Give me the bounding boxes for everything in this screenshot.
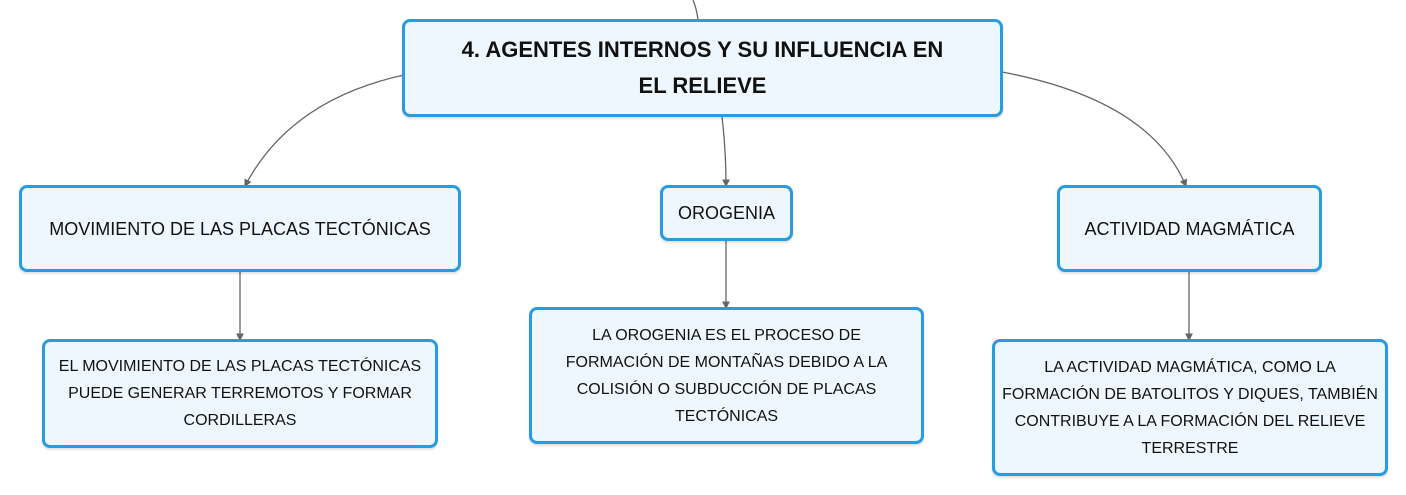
connector-parent-to-central (692, 0, 699, 21)
topic-label-actividad: ACTIVIDAD MAGMÁTICA (1084, 218, 1295, 239)
connector-central-to-orogenia (721, 116, 730, 188)
detail-text-movimiento: EL MOVIMIENTO DE LAS PLACAS TECTÓNICAS P… (58, 358, 422, 429)
topic-node-movimiento[interactable]: MOVIMIENTO DE LAS PLACAS TECTÓNICAS (19, 185, 461, 272)
connector-central-to-actividad (1001, 71, 1188, 188)
central-topic-label: 4. AGENTES INTERNOS Y SU INFLUENCIA EN E… (461, 37, 944, 98)
detail-node-actividad[interactable]: LA ACTIVIDAD MAGMÁTICA, COMO LA FORMACIÓ… (992, 339, 1388, 476)
detail-node-orogenia[interactable]: LA OROGENIA ES EL PROCESO DE FORMACIÓN D… (529, 307, 924, 444)
central-topic-node[interactable]: 4. AGENTES INTERNOS Y SU INFLUENCIA EN E… (402, 19, 1003, 117)
connector-central-to-movimiento (244, 74, 405, 188)
topic-label-orogenia: OROGENIA (677, 203, 775, 223)
detail-text-actividad: LA ACTIVIDAD MAGMÁTICA, COMO LA FORMACIÓ… (1002, 358, 1378, 457)
topic-label-movimiento: MOVIMIENTO DE LAS PLACAS TECTÓNICAS (49, 218, 431, 239)
topic-node-actividad[interactable]: ACTIVIDAD MAGMÁTICA (1057, 185, 1322, 272)
detail-text-orogenia: LA OROGENIA ES EL PROCESO DE FORMACIÓN D… (565, 326, 888, 425)
detail-node-movimiento[interactable]: EL MOVIMIENTO DE LAS PLACAS TECTÓNICAS P… (42, 339, 438, 448)
topic-node-orogenia[interactable]: OROGENIA (660, 185, 793, 241)
